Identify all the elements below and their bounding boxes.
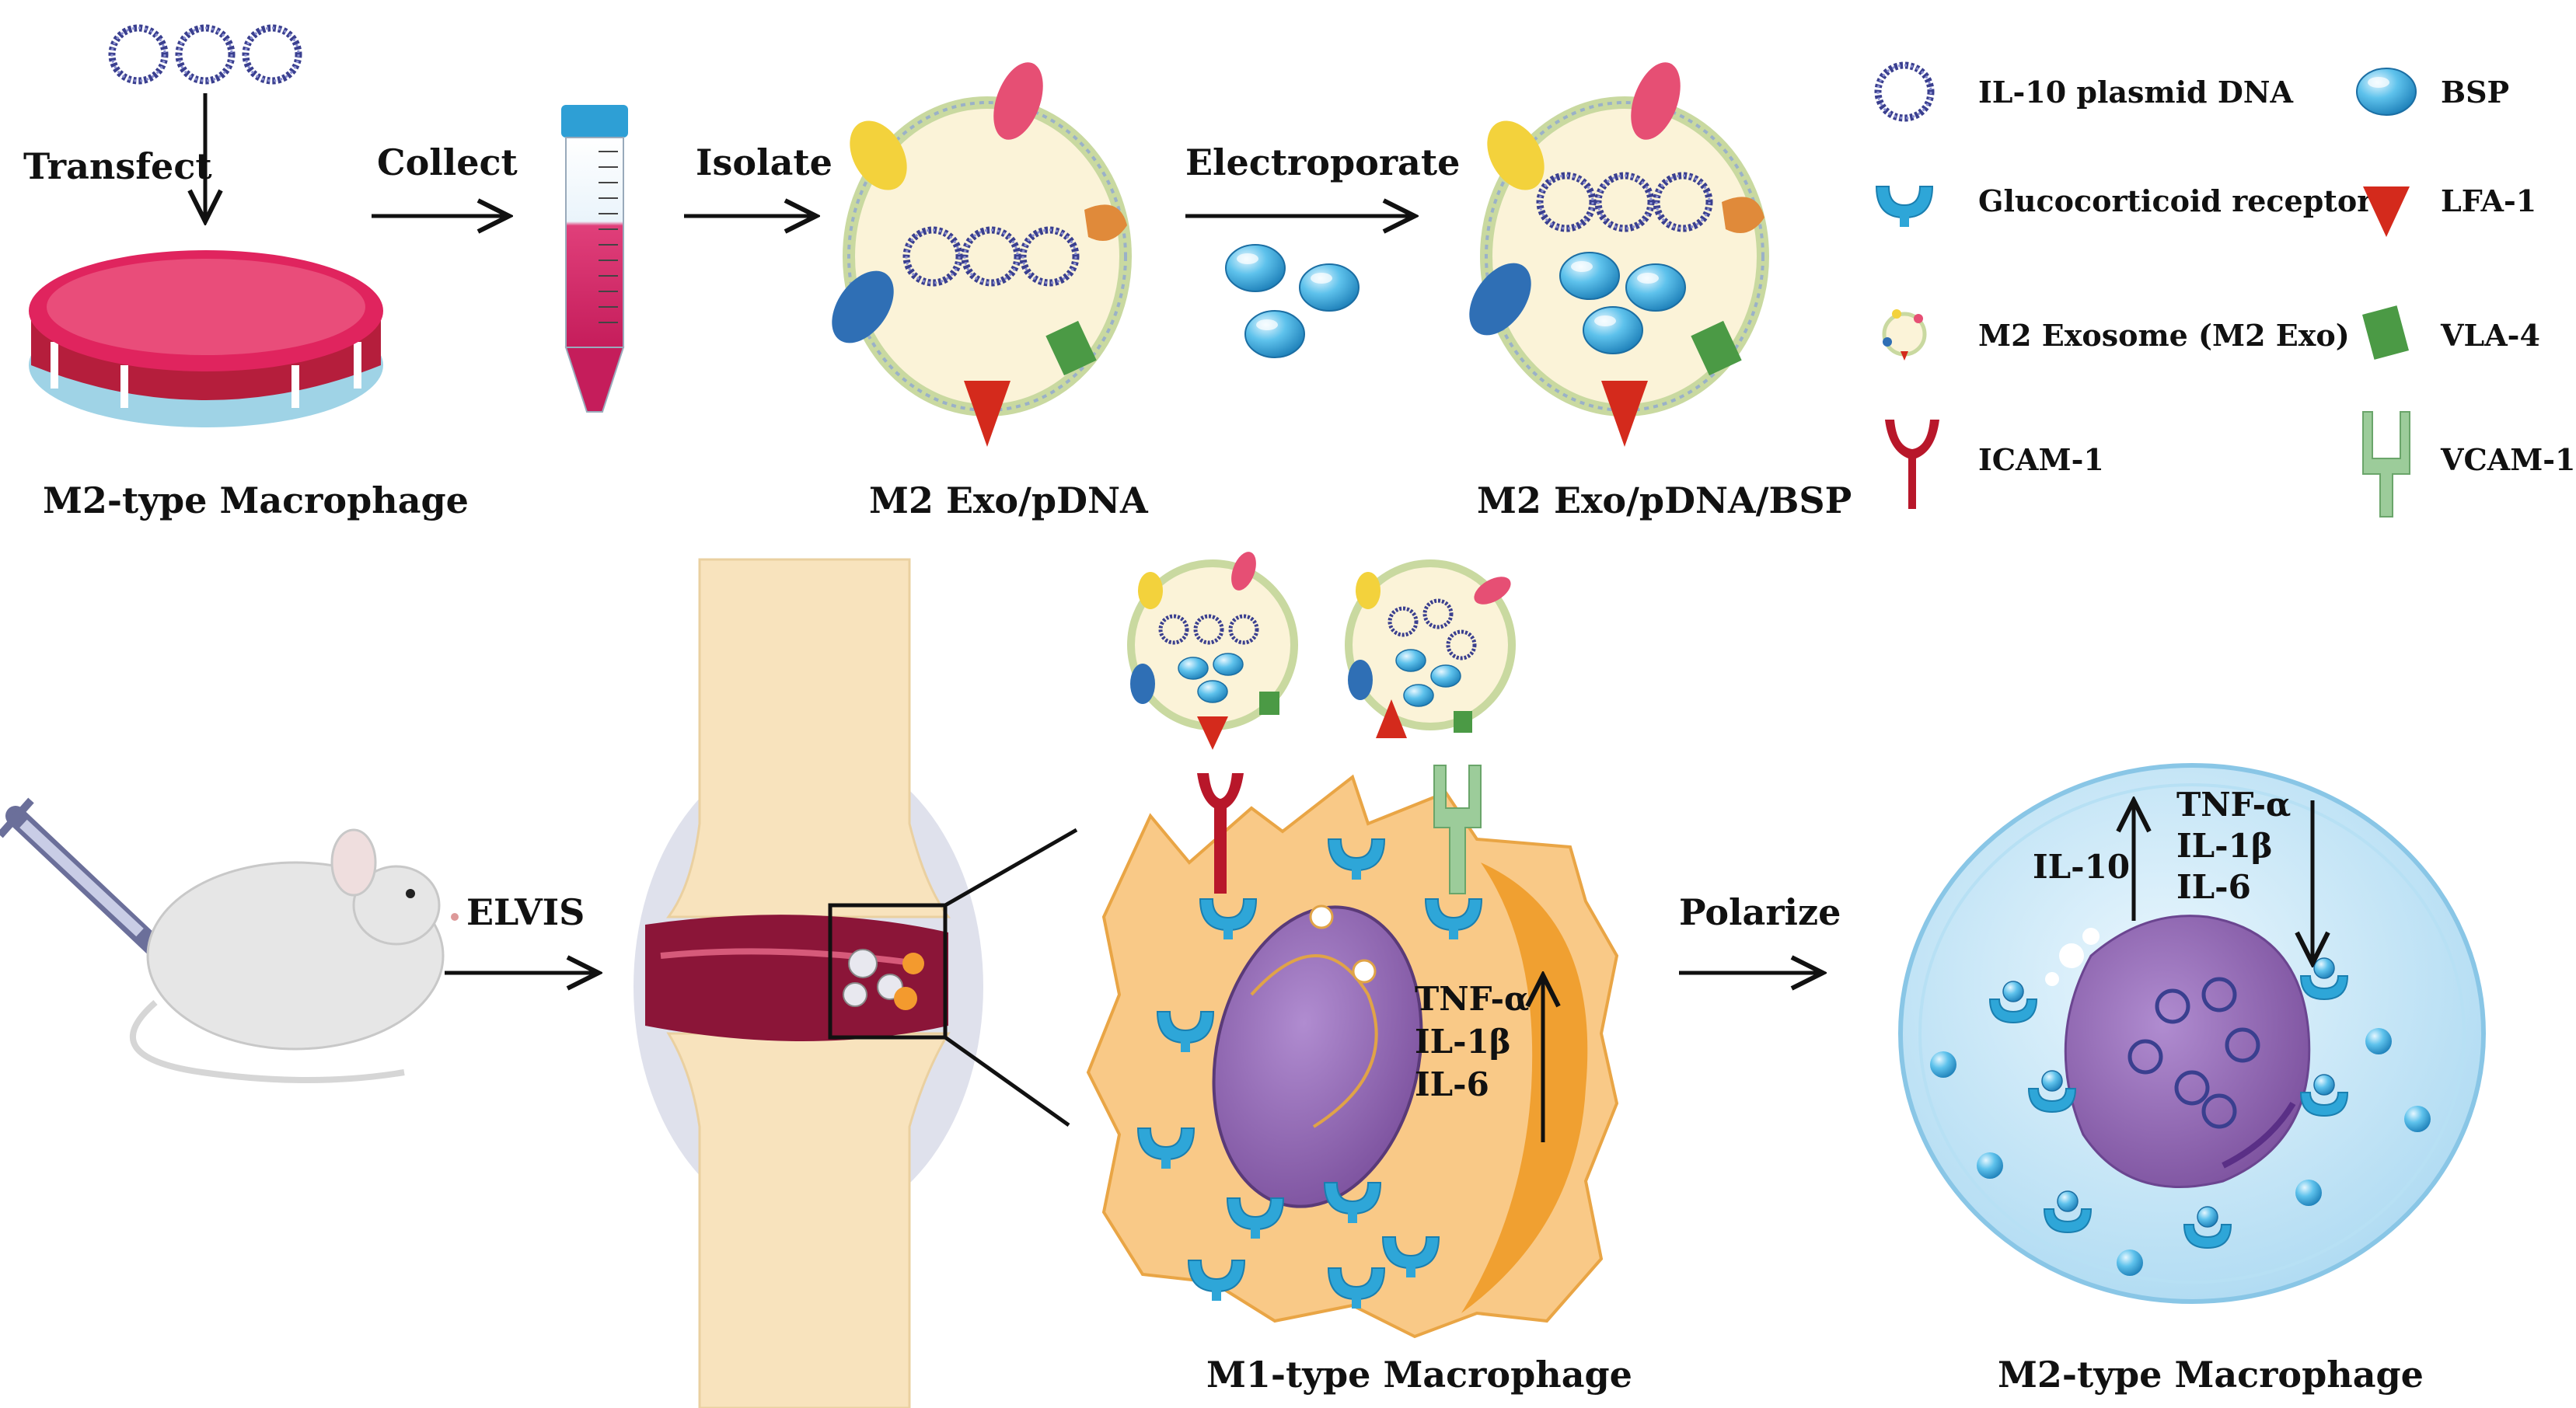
centrifuge-tube-icon — [561, 105, 628, 413]
legend-label-receptor: Glucocorticoid receptor — [1978, 183, 2373, 218]
icam1-icon — [1885, 420, 1939, 509]
m1-cytokine-il1b: IL-1β — [1415, 1023, 1511, 1061]
m1-cytokine-il6: IL-6 — [1415, 1065, 1489, 1103]
vcam1-icon — [2362, 411, 2410, 518]
m2-cytokine-il6: IL-6 — [2176, 868, 2251, 906]
ligand-yellow — [850, 120, 907, 190]
polarize-label: Polarize — [1679, 891, 1841, 933]
m1-caption: M1-type Macrophage — [1206, 1354, 1632, 1396]
exosome-small-right — [1345, 559, 1516, 738]
ligand-blue — [832, 270, 894, 343]
m2-cytokine-il1b: IL-1β — [2176, 827, 2273, 865]
legend-label-bsp: BSP — [2441, 75, 2509, 110]
exo-pdna-bsp-caption: M2 Exo/pDNA/BSP — [1477, 479, 1852, 521]
legend-label-exosome: M2 Exosome (M2 Exo) — [1978, 318, 2350, 353]
lfa1-on-exosome — [964, 381, 1011, 447]
elvis-label: ELVIS — [466, 891, 585, 933]
isolate-label: Isolate — [696, 141, 832, 183]
electroporate-label: Electroporate — [1185, 141, 1460, 183]
m1-cytokine-list: TNF-α IL-1β IL-6 — [1415, 980, 1529, 1103]
plasmid-icon — [1878, 65, 1931, 118]
zoom-box — [828, 903, 948, 1040]
ligand-pink — [993, 62, 1043, 140]
m1-macrophage-cell — [1086, 765, 1619, 1339]
vla4-icon — [2362, 305, 2409, 360]
m1-cytokine-tnf: TNF-α — [1415, 980, 1529, 1018]
zoom-line-lower — [944, 1035, 1070, 1127]
transfect-label: Transfect — [23, 145, 212, 187]
petri-dish-icon — [29, 250, 383, 427]
m2-macrophage-cell — [1898, 763, 2486, 1304]
m2-caption-bottom: M2-type Macrophage — [1998, 1354, 2424, 1396]
legend-label-lfa1: LFA-1 — [2441, 183, 2536, 218]
source-plasmids — [112, 28, 298, 81]
knee-joint-icon — [634, 558, 983, 1408]
exo-pdna-caption: M2 Exo/pDNA — [869, 479, 1149, 521]
legend-label-vla4: VLA-4 — [2440, 318, 2540, 353]
m2-il10-label: IL-10 — [2033, 848, 2130, 886]
vla4-on-exosome — [1045, 320, 1097, 376]
lfa1-icon — [2363, 186, 2410, 237]
legend-label-icam1: ICAM-1 — [1978, 442, 2104, 477]
icam1-on-m1 — [1197, 773, 1244, 894]
bsp-icon — [2356, 68, 2417, 116]
exosome-pdna — [832, 62, 1132, 447]
m2-downregulated-list: TNF-α IL-1β IL-6 — [2176, 786, 2291, 906]
m2-cytokine-tnf: TNF-α — [2176, 786, 2291, 824]
ligand-orange — [1084, 204, 1127, 241]
m2-macrophage-caption-top: M2-type Macrophage — [43, 479, 469, 521]
legend-label-vcam1: VCAM-1 — [2440, 442, 2576, 477]
vcam1-on-m1 — [1433, 765, 1482, 894]
legend-label-plasmid: IL-10 plasmid DNA — [1978, 75, 2294, 110]
exosome-icon — [1882, 309, 1927, 361]
glucocorticoid-receptor-icon — [1876, 186, 1933, 228]
collect-label: Collect — [377, 141, 518, 183]
bsp-particles — [1225, 244, 1360, 358]
zoom-line-upper — [944, 828, 1078, 908]
legend: IL-10 plasmid DNA BSP Glucocorticoid rec… — [1876, 65, 2576, 518]
mouse-icon — [130, 828, 459, 1083]
exosome-pdna-bsp — [1469, 62, 1769, 447]
exosome-small-left — [1127, 552, 1298, 750]
